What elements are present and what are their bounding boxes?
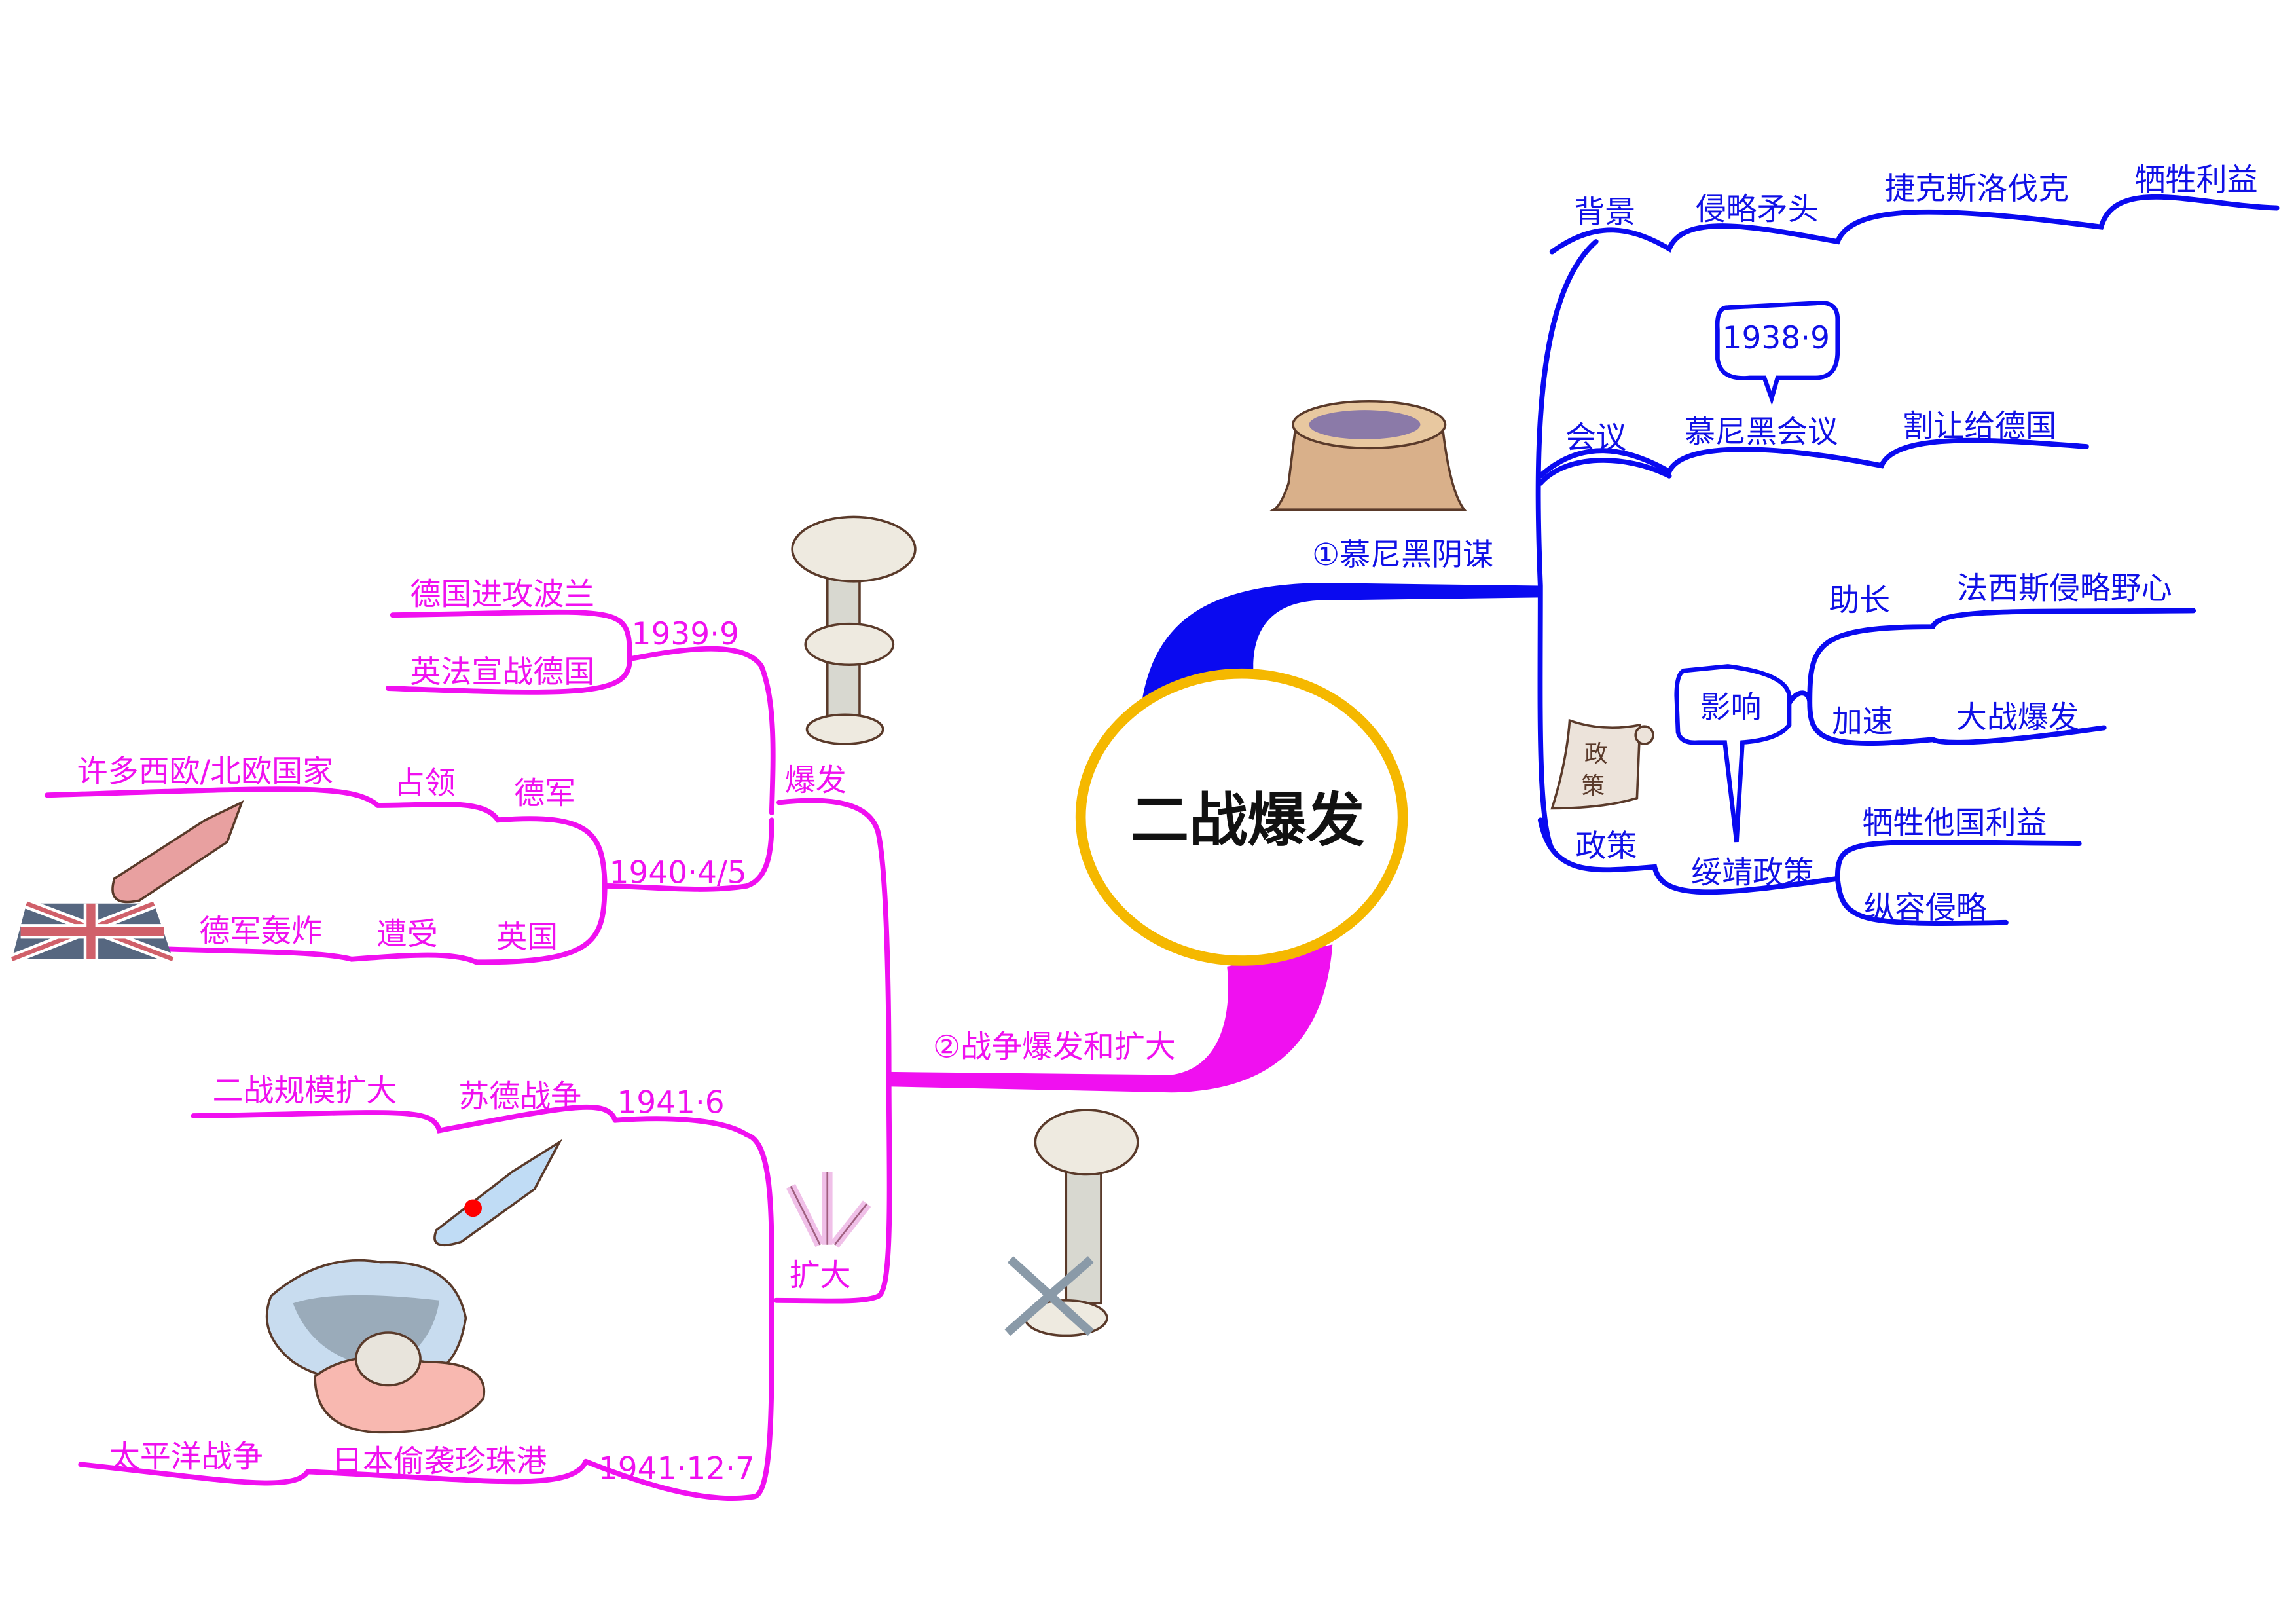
event-1941-6-lines (191, 1104, 618, 1134)
event-date: 1941·12·7 (598, 1451, 755, 1487)
event-item[interactable]: 苏德战争 (458, 1079, 581, 1115)
branch2-spine (773, 798, 892, 1304)
meeting-date: 1938·9 (1722, 320, 1830, 356)
branch2-label[interactable]: ②战争爆发和扩大 (933, 1029, 1176, 1065)
meeting-label[interactable]: 会议 (1565, 420, 1627, 456)
impact-object[interactable]: 大战爆发 (1956, 699, 2079, 735)
event-item[interactable]: 占领 (394, 766, 456, 802)
event-item[interactable]: 德国进攻波兰 (410, 577, 594, 613)
impact-box (1674, 664, 1792, 843)
branch2-trunk (888, 944, 1333, 1093)
mushroom-cloud-icon (791, 515, 917, 745)
background-label[interactable]: 背景 (1574, 194, 1635, 231)
impact-object[interactable]: 法西斯侵略野心 (1957, 571, 2172, 607)
event-item[interactable]: 德军轰炸 (199, 913, 322, 950)
event-item[interactable]: 遭受 (376, 916, 438, 952)
uk-flag-icon (10, 898, 175, 965)
event-item[interactable]: 二战规模扩大 (213, 1073, 397, 1109)
event-item[interactable]: 英国 (496, 919, 558, 955)
tree-stump-icon (1269, 399, 1467, 511)
background-line (1549, 194, 2280, 255)
policy-label[interactable]: 政策 (1575, 828, 1637, 864)
impact-verb[interactable]: 助长 (1829, 583, 1890, 619)
impact-verb[interactable]: 加速 (1832, 704, 1893, 740)
meeting-item[interactable]: 割让给德国 (1903, 408, 2056, 444)
impact-label[interactable]: 影响 (1700, 690, 1762, 726)
center-node[interactable]: 二战爆发 (1075, 668, 1408, 966)
meeting-line (1537, 437, 2089, 479)
event-date: 1941·6 (617, 1085, 724, 1121)
branch1-label[interactable]: ①慕尼黑阴谋 (1312, 537, 1493, 573)
scroll-text: 策 (1581, 773, 1605, 800)
expand-arrows-icon (786, 1171, 871, 1248)
expansion-label[interactable]: 扩大 (790, 1257, 851, 1293)
background-item[interactable]: 捷克斯洛伐克 (1884, 171, 2069, 207)
center-title: 二战爆发 (1131, 787, 1365, 855)
policy-name[interactable]: 绥靖政策 (1691, 855, 1814, 891)
branch1-spine (1535, 239, 1599, 852)
explosion-swords-icon (1004, 1109, 1139, 1337)
event-item[interactable]: 德军 (514, 776, 575, 812)
event-item[interactable]: 英法宣战德国 (410, 654, 594, 690)
german-rocket-icon (111, 800, 244, 904)
policy-line (1537, 817, 2082, 926)
event-1940-lines (44, 786, 608, 965)
policy-result[interactable]: 牺牲他国利益 (1863, 805, 2047, 841)
meeting-item[interactable]: 慕尼黑会议 (1685, 414, 1838, 450)
impact-lines (1787, 608, 2196, 746)
expansion-vertical (583, 1116, 774, 1501)
event-date: 1939·9 (632, 616, 739, 652)
scroll-icon: 政 策 (1550, 718, 1654, 810)
outbreak-vertical (602, 646, 776, 892)
policy-result[interactable]: 纵容侵略 (1864, 890, 1987, 926)
event-1941-12-lines (78, 1458, 589, 1486)
date-bubble (1715, 300, 1840, 406)
background-item[interactable]: 侵略矛头 (1696, 191, 1819, 227)
event-1939-lines (385, 609, 632, 695)
pearl-clam-icon (265, 1259, 486, 1434)
outbreak-label[interactable]: 爆发 (785, 763, 847, 799)
event-item[interactable]: 日本偷袭珍珠港 (332, 1443, 547, 1479)
event-item[interactable]: 许多西欧/北欧国家 (77, 754, 333, 790)
event-item[interactable]: 太平洋战争 (109, 1439, 263, 1475)
japanese-rocket-icon (433, 1139, 563, 1247)
scroll-text: 政 (1584, 741, 1608, 767)
background-item[interactable]: 牺牲利益 (2135, 162, 2258, 198)
event-date: 1940·4/5 (610, 855, 747, 891)
